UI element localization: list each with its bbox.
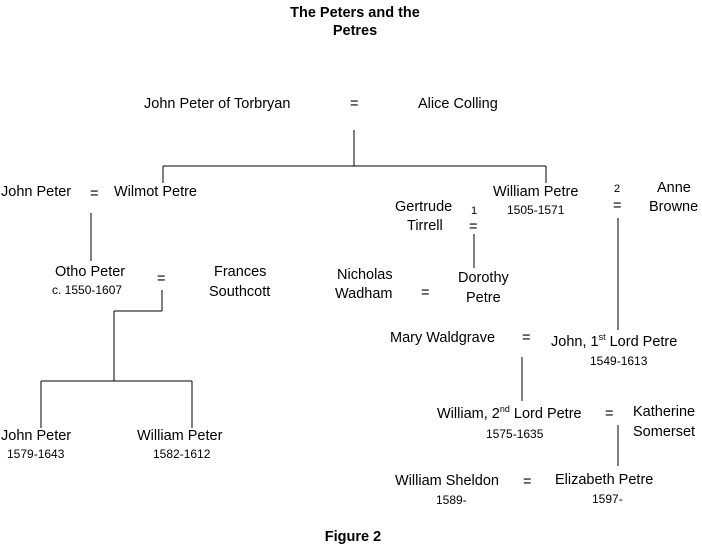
person-john-1st-lord-petre-dates: 1549-1613 — [590, 354, 648, 368]
figure-caption: Figure 2 — [324, 529, 382, 545]
person-william-peter: William Peter — [137, 428, 223, 444]
person-william-sheldon: William Sheldon — [395, 473, 499, 489]
person-mary-waldgrave: Mary Waldgrave — [390, 330, 496, 346]
person-william-2nd-lord-petre: William, 2nd Lord Petre — [437, 404, 582, 423]
person-gertrude-tirrell-line-2: Tirrell — [407, 218, 443, 234]
person-otho-peter-dates: c. 1550-1607 — [52, 283, 123, 297]
person-john-peter: John Peter — [1, 184, 72, 200]
person-william-peter-dates: 1582-1612 — [153, 447, 211, 461]
person-john-peter-of-torbryan: John Peter of Torbryan — [144, 96, 291, 112]
name-text: William, 2 — [437, 406, 500, 422]
marriage-equals-sign: = — [523, 474, 532, 490]
person-william-sheldon-dates: 1589- — [436, 493, 467, 507]
title-line-2: Petres — [332, 23, 378, 39]
person-frances-southcott-line-2: Southcott — [209, 284, 271, 300]
person-katherine-somerset-line-2: Somerset — [633, 424, 696, 440]
marriage-number-2: 2 — [614, 183, 621, 195]
person-anne-browne-line-1: Anne — [657, 180, 691, 196]
marriage-number-1: 1 — [471, 205, 478, 217]
person-john-1st-lord-petre: John, 1st Lord Petre — [551, 332, 678, 351]
person-nicholas-wadham-line-1: Nicholas — [337, 267, 393, 283]
marriage-equals-sign: = — [421, 285, 430, 301]
title-text: Lord Petre — [605, 334, 678, 350]
person-john-peter-junior-dates: 1579-1643 — [7, 447, 65, 461]
person-alice-colling: Alice Colling — [418, 96, 498, 112]
ordinal-suffix: st — [598, 332, 606, 343]
person-elizabeth-petre: Elizabeth Petre — [555, 472, 654, 488]
marriage-equals-sign: = — [522, 330, 531, 346]
title-text: Lord Petre — [509, 406, 582, 422]
person-dorothy-petre-line-1: Dorothy — [458, 270, 509, 286]
marriage-equals-sign: = — [90, 186, 99, 202]
marriage-equals-sign: = — [605, 406, 614, 422]
marriage-equals-sign: = — [350, 96, 359, 112]
person-elizabeth-petre-dates: 1597- — [592, 492, 623, 506]
ordinal-suffix: nd — [499, 404, 510, 415]
person-william-petre: William Petre — [493, 184, 579, 200]
name-text: John, 1 — [551, 334, 599, 350]
person-dorothy-petre-line-2: Petre — [466, 290, 501, 306]
person-gertrude-tirrell-line-1: Gertrude — [395, 199, 453, 215]
marriage-equals-sign: = — [469, 219, 478, 235]
title-line-1: The Peters and the — [290, 5, 420, 21]
person-katherine-somerset-line-1: Katherine — [633, 404, 696, 420]
person-otho-peter: Otho Peter — [55, 264, 126, 280]
person-nicholas-wadham-line-2: Wadham — [335, 286, 393, 302]
marriage-equals-sign: = — [613, 198, 622, 214]
person-william-2nd-lord-petre-dates: 1575-1635 — [486, 427, 544, 441]
diagram-title: The Peters and the Petres — [255, 4, 455, 40]
person-william-petre-dates: 1505-1571 — [507, 203, 565, 217]
person-frances-southcott-line-1: Frances — [214, 264, 267, 280]
person-wilmot-petre: Wilmot Petre — [114, 184, 197, 200]
person-john-peter-junior: John Peter — [1, 428, 72, 444]
person-anne-browne-line-2: Browne — [649, 199, 699, 215]
marriage-equals-sign: = — [157, 271, 166, 287]
